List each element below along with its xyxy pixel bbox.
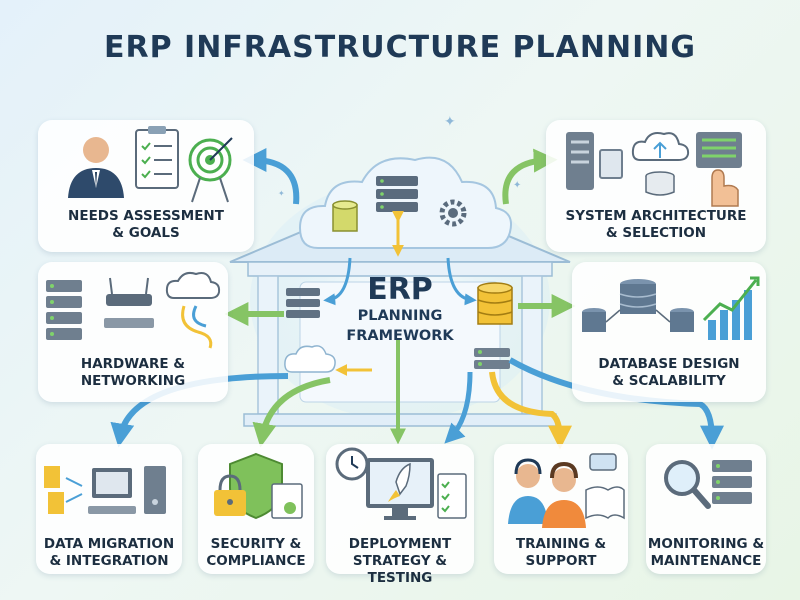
svg-text:✦: ✦ bbox=[444, 114, 456, 130]
monitor-rocket-icon bbox=[366, 458, 434, 520]
magnifier-icon bbox=[664, 460, 711, 509]
trainer-icon bbox=[542, 461, 586, 528]
card-label-training: TRAINING & SUPPORT bbox=[515, 536, 607, 569]
svg-text:✦: ✦ bbox=[513, 180, 521, 191]
framework-title: ERP bbox=[367, 272, 433, 307]
arrow-to-architecture bbox=[502, 148, 558, 205]
arrow-to-security bbox=[252, 377, 331, 448]
card-deployment-strategy[interactable]: DEPLOYMENT STRATEGY & TESTING bbox=[326, 444, 474, 586]
server-icon bbox=[286, 288, 320, 318]
card-label-architecture: SYSTEM ARCHITECTURE & SELECTION bbox=[565, 208, 747, 241]
card-label-security: SECURITY & COMPLIANCE bbox=[206, 536, 306, 569]
card-needs-assessment[interactable]: NEEDS ASSESSMENT & GOALS bbox=[38, 120, 254, 252]
database-cluster-icon bbox=[582, 279, 694, 332]
certificate-icon bbox=[271, 483, 303, 519]
arrow-to-training bbox=[489, 371, 572, 450]
card-label-database: DATABASE DESIGN & SCALABILITY bbox=[598, 356, 740, 389]
server-status-icon bbox=[712, 460, 752, 504]
card-label-needs: NEEDS ASSESSMENT & GOALS bbox=[68, 208, 224, 241]
needs-icons bbox=[68, 126, 233, 203]
card-label-monitoring: MONITORING & MAINTENANCE bbox=[647, 536, 765, 569]
security-icons bbox=[214, 452, 303, 520]
architecture-icons bbox=[566, 132, 742, 207]
monitoring-icons bbox=[664, 460, 752, 509]
card-database-design[interactable]: DATABASE DESIGN & SCALABILITY bbox=[572, 262, 766, 402]
documents-icon bbox=[44, 466, 83, 514]
hand-touch-icon bbox=[696, 132, 742, 207]
card-security-compliance[interactable]: SECURITY & COMPLIANCE bbox=[198, 444, 314, 574]
person-icon bbox=[68, 137, 124, 198]
green-server-icon bbox=[474, 348, 510, 369]
framework-subtitle: PLANNING FRAMEWORK bbox=[346, 308, 454, 344]
migration-icons bbox=[44, 466, 166, 514]
server-tower-icon bbox=[144, 466, 166, 514]
support-agent-icon bbox=[508, 458, 548, 524]
arrow-to-needs bbox=[242, 148, 300, 205]
small-cloud-icon bbox=[284, 345, 336, 373]
card-hardware-networking[interactable]: HARDWARE & NETWORKING bbox=[38, 262, 228, 402]
server-tower-icon bbox=[566, 132, 623, 190]
deployment-icons bbox=[335, 447, 467, 520]
server-rack-icon bbox=[46, 280, 82, 340]
page-title: ERP INFRASTRUCTURE PLANNING bbox=[104, 30, 696, 65]
database-stack-icon bbox=[477, 282, 513, 325]
card-data-migration[interactable]: DATA MIGRATION & INTEGRATION bbox=[36, 444, 182, 574]
computer-icon bbox=[88, 468, 136, 514]
growth-chart-icon bbox=[702, 276, 760, 340]
database-icons bbox=[582, 276, 760, 340]
card-label-hardware: HARDWARE & NETWORKING bbox=[80, 356, 186, 389]
test-checklist-icon bbox=[437, 473, 467, 519]
book-icon bbox=[585, 453, 625, 520]
training-icons bbox=[508, 453, 625, 528]
cloud-cable-icon bbox=[165, 271, 221, 349]
card-system-architecture[interactable]: SYSTEM ARCHITECTURE & SELECTION bbox=[546, 120, 766, 252]
card-label-migration: DATA MIGRATION & INTEGRATION bbox=[43, 536, 175, 569]
lock-icon bbox=[214, 474, 246, 516]
target-icon bbox=[188, 137, 233, 203]
clock-icon bbox=[335, 447, 369, 481]
card-label-deployment: DEPLOYMENT STRATEGY & TESTING bbox=[348, 536, 452, 586]
hardware-icons bbox=[46, 271, 221, 349]
cloud-upload-icon bbox=[631, 132, 690, 196]
checklist-icon bbox=[135, 126, 179, 189]
database-icon bbox=[332, 200, 358, 232]
cloud-server-icon bbox=[376, 176, 418, 212]
card-monitoring-maintenance[interactable]: MONITORING & MAINTENANCE bbox=[646, 444, 766, 574]
gear-icon bbox=[439, 199, 467, 227]
card-training-support[interactable]: TRAINING & SUPPORT bbox=[494, 444, 628, 574]
router-icon bbox=[104, 277, 154, 328]
svg-text:✦: ✦ bbox=[278, 189, 285, 198]
